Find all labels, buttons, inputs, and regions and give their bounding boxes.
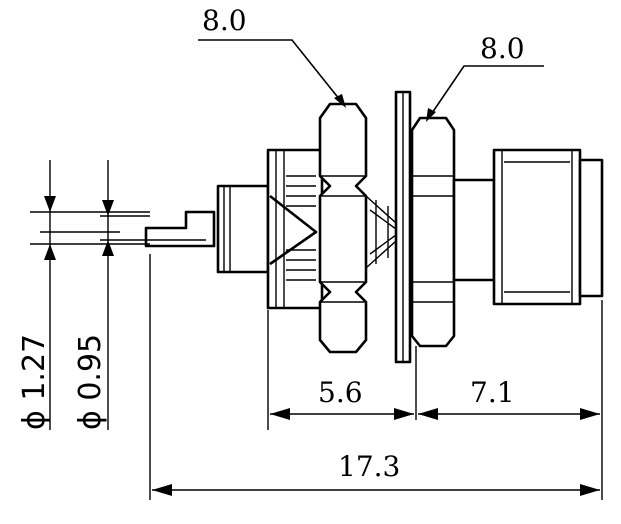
connector-body	[40, 90, 604, 364]
front-nose	[578, 158, 604, 298]
overall-length-label: 17.3	[338, 450, 400, 483]
solder-pin	[144, 210, 216, 248]
nut-left-label: 8.0	[202, 4, 247, 37]
dim-17-3: 17.3	[152, 450, 600, 496]
dim-5-6: 5.6	[270, 376, 414, 420]
pin-inner-diameter-label: ϕ 0.95	[73, 334, 108, 430]
length-b-label: 7.1	[470, 376, 515, 409]
left-hex-nut	[318, 102, 368, 354]
front-body	[452, 178, 496, 282]
rear-sleeve	[216, 184, 270, 274]
nut-right-label: 8.0	[480, 32, 525, 65]
dim-7-1: 7.1	[418, 376, 600, 420]
nut-left-callout: 8.0	[198, 4, 346, 108]
pin-outer-diameter-label: ϕ 1.27	[17, 334, 52, 430]
dim-pin-diameters	[30, 160, 150, 430]
right-hex-nut	[410, 116, 456, 348]
front-coupling	[492, 148, 582, 306]
nut-right-callout: 8.0	[426, 32, 544, 122]
length-a-label: 5.6	[318, 376, 363, 409]
